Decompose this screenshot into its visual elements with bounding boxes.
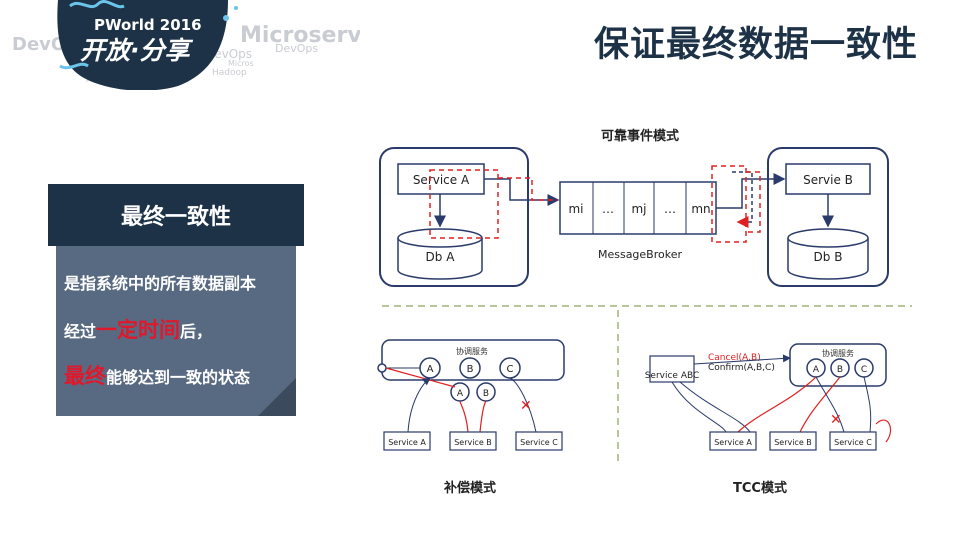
service-a-label: Service A <box>413 173 470 187</box>
definition-line: 最终能够达到一致的状态 <box>64 364 251 388</box>
compensation-service-label: Service A <box>388 438 426 447</box>
compensation-service-label: Service B <box>454 438 492 447</box>
queue-item: … <box>602 202 614 216</box>
tcc-title: TCC模式 <box>733 480 787 496</box>
reliable-event-title: 可靠事件模式 <box>601 128 679 144</box>
logo-tag: Microservice <box>240 23 360 48</box>
definition-line: 经过一定时间后， <box>64 318 213 342</box>
tcc-node-label: A <box>813 365 820 375</box>
tcc-service-label: Service C <box>834 438 872 447</box>
pworld-logo: DevOps Microservice DevOps DevOps Hadoop… <box>12 0 360 90</box>
tcc-confirm-label: Confirm(A,B,C) <box>708 363 775 373</box>
compensation-service-box <box>515 431 563 451</box>
queue-item: … <box>664 202 676 216</box>
compensation-service-box <box>383 431 431 451</box>
compensation-service-box <box>449 431 497 451</box>
service-a-box <box>397 163 485 195</box>
tcc-client-label: Service ABC <box>645 371 700 381</box>
definition-heading: 最终一致性 <box>48 184 304 246</box>
logo-brand: PWorld 2016 <box>94 16 202 34</box>
tcc-service-label: Service A <box>714 438 752 447</box>
failure-mark: ✕ <box>520 398 532 414</box>
db-b-label: Db B <box>814 250 843 264</box>
compensation-service-label: Service C <box>520 438 558 447</box>
service-b-label: Servie B <box>803 173 853 187</box>
logo-slogan: 开放·分享 <box>80 36 193 65</box>
tcc-client-box <box>649 355 695 383</box>
compensation-sub-node-label: A <box>457 389 464 399</box>
card-fold <box>258 378 296 416</box>
compensation-node-label: A <box>427 364 434 375</box>
logo-tag: Micros <box>228 59 254 68</box>
compensation-sub-node-label: B <box>483 389 489 399</box>
highlight-text: 最终 <box>64 364 106 388</box>
queue-item: mn <box>691 202 710 216</box>
queue-item: mj <box>631 202 646 216</box>
tcc-cancel-label: Cancel(A,B) <box>708 353 761 363</box>
tcc-coordinator-label: 协调服务 <box>822 348 854 358</box>
compensation-node-label: C <box>507 364 514 375</box>
highlight-text: 一定时间 <box>96 318 181 342</box>
tcc-service-label: Service B <box>774 438 812 447</box>
definition-line: 是指系统中的所有数据副本 <box>64 274 257 293</box>
logo-badge <box>57 0 228 90</box>
logo-tag: Hadoop <box>212 68 247 78</box>
tcc-node-label: C <box>861 365 867 375</box>
tcc-service-box <box>769 431 817 451</box>
definition-card <box>56 246 296 416</box>
db-b-icon <box>787 228 869 280</box>
queue-item: mi <box>568 202 583 216</box>
tcc-service-box <box>829 431 877 451</box>
compensation-node <box>459 357 481 379</box>
failure-mark: ✕ <box>830 412 842 428</box>
tcc-node-label: B <box>837 365 843 375</box>
compensation-coordinator-label: 协调服务 <box>456 346 488 356</box>
page-title: 保证最终数据一致性 <box>593 25 918 65</box>
consistency-patterns-diagram: 可靠事件模式 Service A Db A mi … mj … mn Messa… <box>377 128 912 496</box>
compensation-node-label: B <box>467 364 474 375</box>
compensation-title: 补偿模式 <box>443 480 496 496</box>
logo-tag: DevOps <box>275 42 318 55</box>
message-broker-label: MessageBroker <box>598 248 683 261</box>
db-a-label: Db A <box>426 250 456 264</box>
tcc-service-box <box>709 431 757 451</box>
